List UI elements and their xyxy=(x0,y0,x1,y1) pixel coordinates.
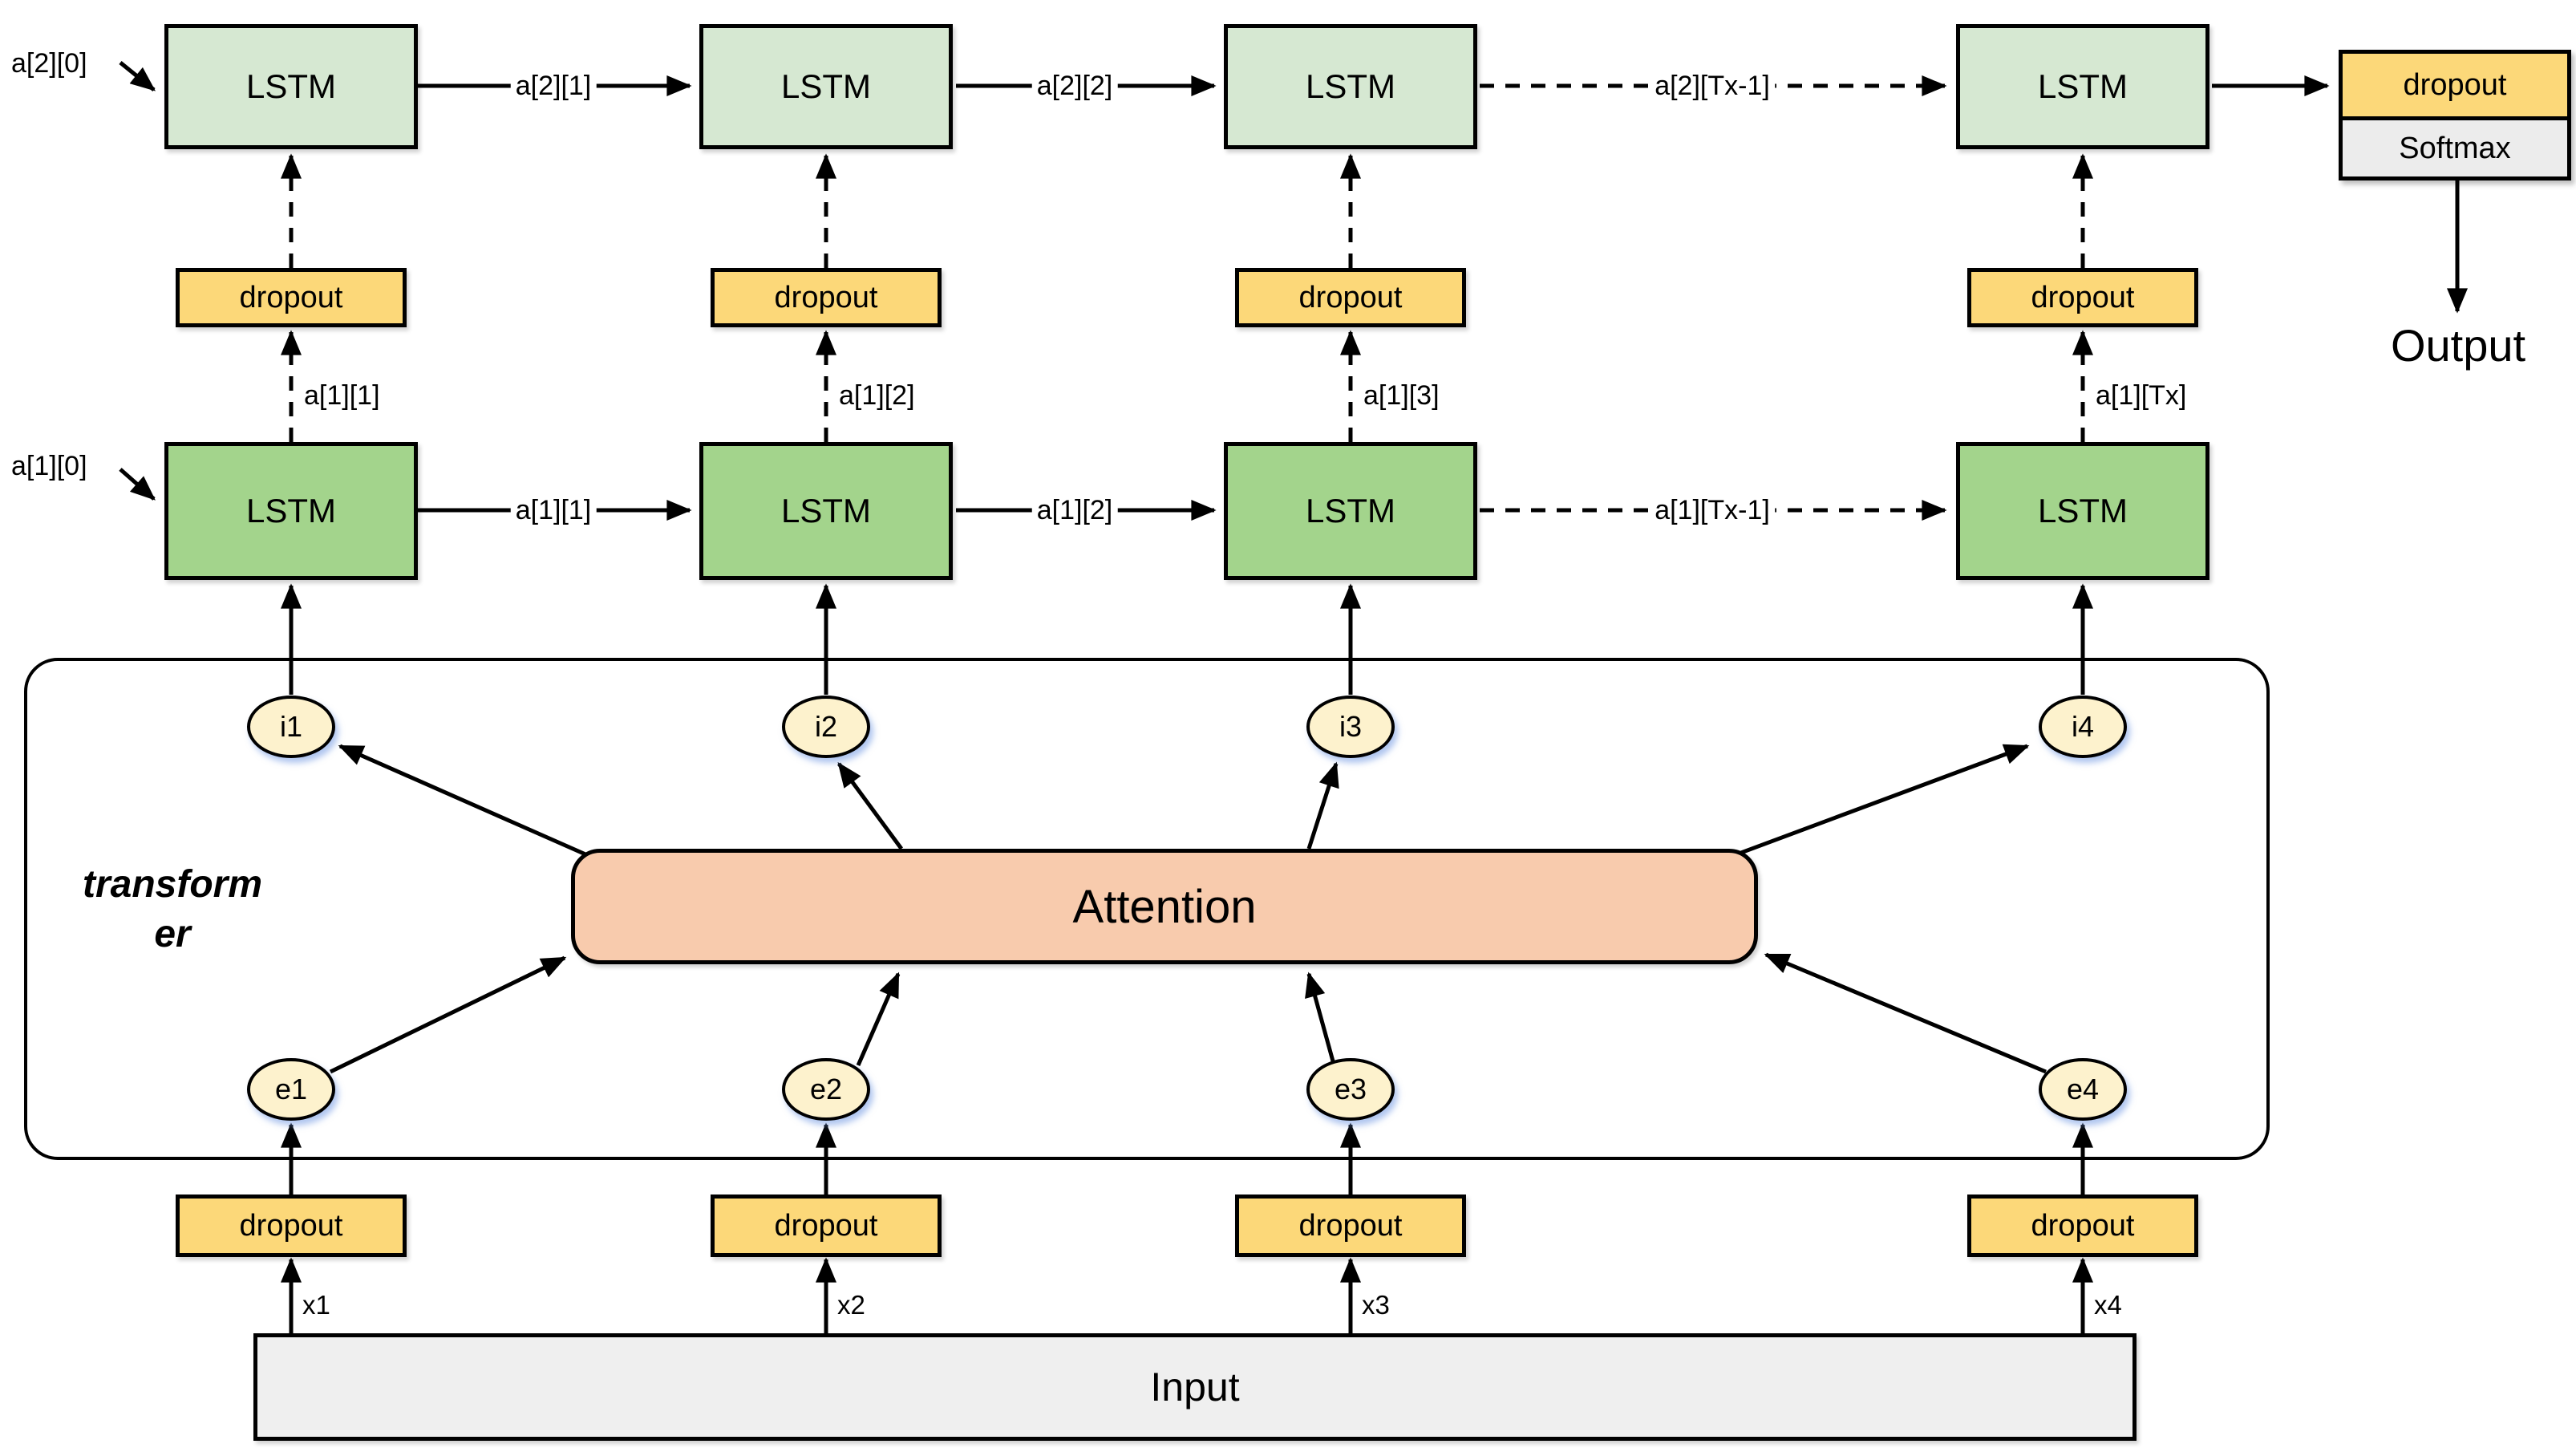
lstm-row2-3: LSTM xyxy=(1224,442,1477,580)
transformer-label-line1: transform xyxy=(82,863,263,906)
lstm-label: LSTM xyxy=(1305,492,1395,529)
edge-row1-init xyxy=(119,61,156,91)
edge-e1-att xyxy=(329,955,567,1074)
softmax-box: Softmax xyxy=(2343,120,2567,176)
dropout-bottom-3: dropout xyxy=(1235,1194,1466,1257)
dropout-label: dropout xyxy=(774,280,878,314)
lstm-row2-4: LSTM xyxy=(1956,442,2209,580)
transformer-label-line2: er xyxy=(154,913,191,955)
label-a2-1: a[2][1] xyxy=(510,71,597,102)
dropout-label: dropout xyxy=(1298,1208,1403,1243)
label-x2: x2 xyxy=(837,1290,865,1320)
edge-e2-att xyxy=(856,971,901,1067)
label-a1-1-h: a[1][1] xyxy=(510,495,597,526)
lstm-label: LSTM xyxy=(780,67,871,105)
label-a1-0: a[1][0] xyxy=(11,451,87,481)
dropout-label: dropout xyxy=(1298,280,1403,314)
lstm-row1-1: LSTM xyxy=(164,24,418,149)
dropout-label: dropout xyxy=(2403,67,2507,102)
lstm-label: LSTM xyxy=(245,67,336,105)
dropout-bottom-2: dropout xyxy=(711,1194,942,1257)
output-stack: dropout Softmax xyxy=(2339,50,2571,180)
lstm-row1-4: LSTM xyxy=(1956,24,2209,149)
lstm-row2-1: LSTM xyxy=(164,442,418,580)
dropout-mid-1: dropout xyxy=(176,268,407,327)
label-a2-0: a[2][0] xyxy=(11,48,87,79)
e-node-4: e4 xyxy=(2039,1058,2127,1121)
i-node-label: i2 xyxy=(814,710,838,743)
e-node-label: e4 xyxy=(2066,1073,2100,1105)
label-a1-tx1: a[1][Tx-1] xyxy=(1650,495,1775,526)
e-node-1: e1 xyxy=(247,1058,335,1121)
dropout-label: dropout xyxy=(239,1208,343,1243)
transformer-label: transform er xyxy=(48,860,297,959)
e-node-label: e3 xyxy=(1334,1073,1367,1105)
output-label: Output xyxy=(2390,320,2526,371)
e-node-3: e3 xyxy=(1306,1058,1395,1121)
dropout-mid-4: dropout xyxy=(1967,268,2198,327)
lstm-row2-2: LSTM xyxy=(699,442,953,580)
dropout-label: dropout xyxy=(2031,1208,2135,1243)
i-node-label: i3 xyxy=(1339,710,1363,743)
i-node-label: i4 xyxy=(2071,710,2095,743)
e-node-2: e2 xyxy=(782,1058,870,1121)
e-node-label: e2 xyxy=(809,1073,843,1105)
edge-row2-init xyxy=(119,468,156,501)
edge-e3-att xyxy=(1305,971,1337,1068)
edge-att-i2 xyxy=(836,761,904,850)
edge-att-i4 xyxy=(1725,744,2030,861)
edge-e4-att xyxy=(1764,952,2047,1074)
e-node-label: e1 xyxy=(274,1073,308,1105)
lstm-label: LSTM xyxy=(2037,67,2128,105)
attention-box: Attention xyxy=(571,849,1758,964)
label-a1-1-up: a[1][1] xyxy=(304,380,380,411)
label-x1: x1 xyxy=(302,1290,330,1320)
transformer-container xyxy=(24,658,2270,1160)
lstm-row1-3: LSTM xyxy=(1224,24,1477,149)
lstm-label: LSTM xyxy=(245,492,336,529)
i-node-2: i2 xyxy=(782,696,870,758)
dropout-label: dropout xyxy=(239,280,343,314)
dropout-bottom-4: dropout xyxy=(1967,1194,2198,1257)
dropout-mid-3: dropout xyxy=(1235,268,1466,327)
label-a1-2-up: a[1][2] xyxy=(839,380,915,411)
dropout-label: dropout xyxy=(2031,280,2135,314)
attention-label: Attention xyxy=(1072,880,1257,933)
i-node-4: i4 xyxy=(2039,696,2127,758)
label-a2-tx1: a[2][Tx-1] xyxy=(1650,71,1775,102)
label-a1-tx-up: a[1][Tx] xyxy=(2096,380,2187,411)
dropout-mid-2: dropout xyxy=(711,268,942,327)
lstm-label: LSTM xyxy=(780,492,871,529)
i-node-label: i1 xyxy=(279,710,303,743)
output-dropout-box: dropout xyxy=(2343,54,2567,120)
lstm-row1-2: LSTM xyxy=(699,24,953,149)
dropout-bottom-1: dropout xyxy=(176,1194,407,1257)
label-a2-2: a[2][2] xyxy=(1031,71,1118,102)
input-bar: Input xyxy=(253,1333,2137,1441)
dropout-label: dropout xyxy=(774,1208,878,1243)
label-a1-3-up: a[1][3] xyxy=(1363,380,1440,411)
lstm-label: LSTM xyxy=(1305,67,1395,105)
edge-att-i3 xyxy=(1306,761,1339,850)
i-node-3: i3 xyxy=(1306,696,1395,758)
edge-att-i1 xyxy=(338,744,600,862)
label-x3: x3 xyxy=(1362,1290,1390,1320)
label-x4: x4 xyxy=(2094,1290,2122,1320)
label-a1-2-h: a[1][2] xyxy=(1031,495,1118,526)
i-node-1: i1 xyxy=(247,696,335,758)
softmax-label: Softmax xyxy=(2399,131,2511,165)
input-label: Input xyxy=(1150,1365,1240,1409)
lstm-label: LSTM xyxy=(2037,492,2128,529)
